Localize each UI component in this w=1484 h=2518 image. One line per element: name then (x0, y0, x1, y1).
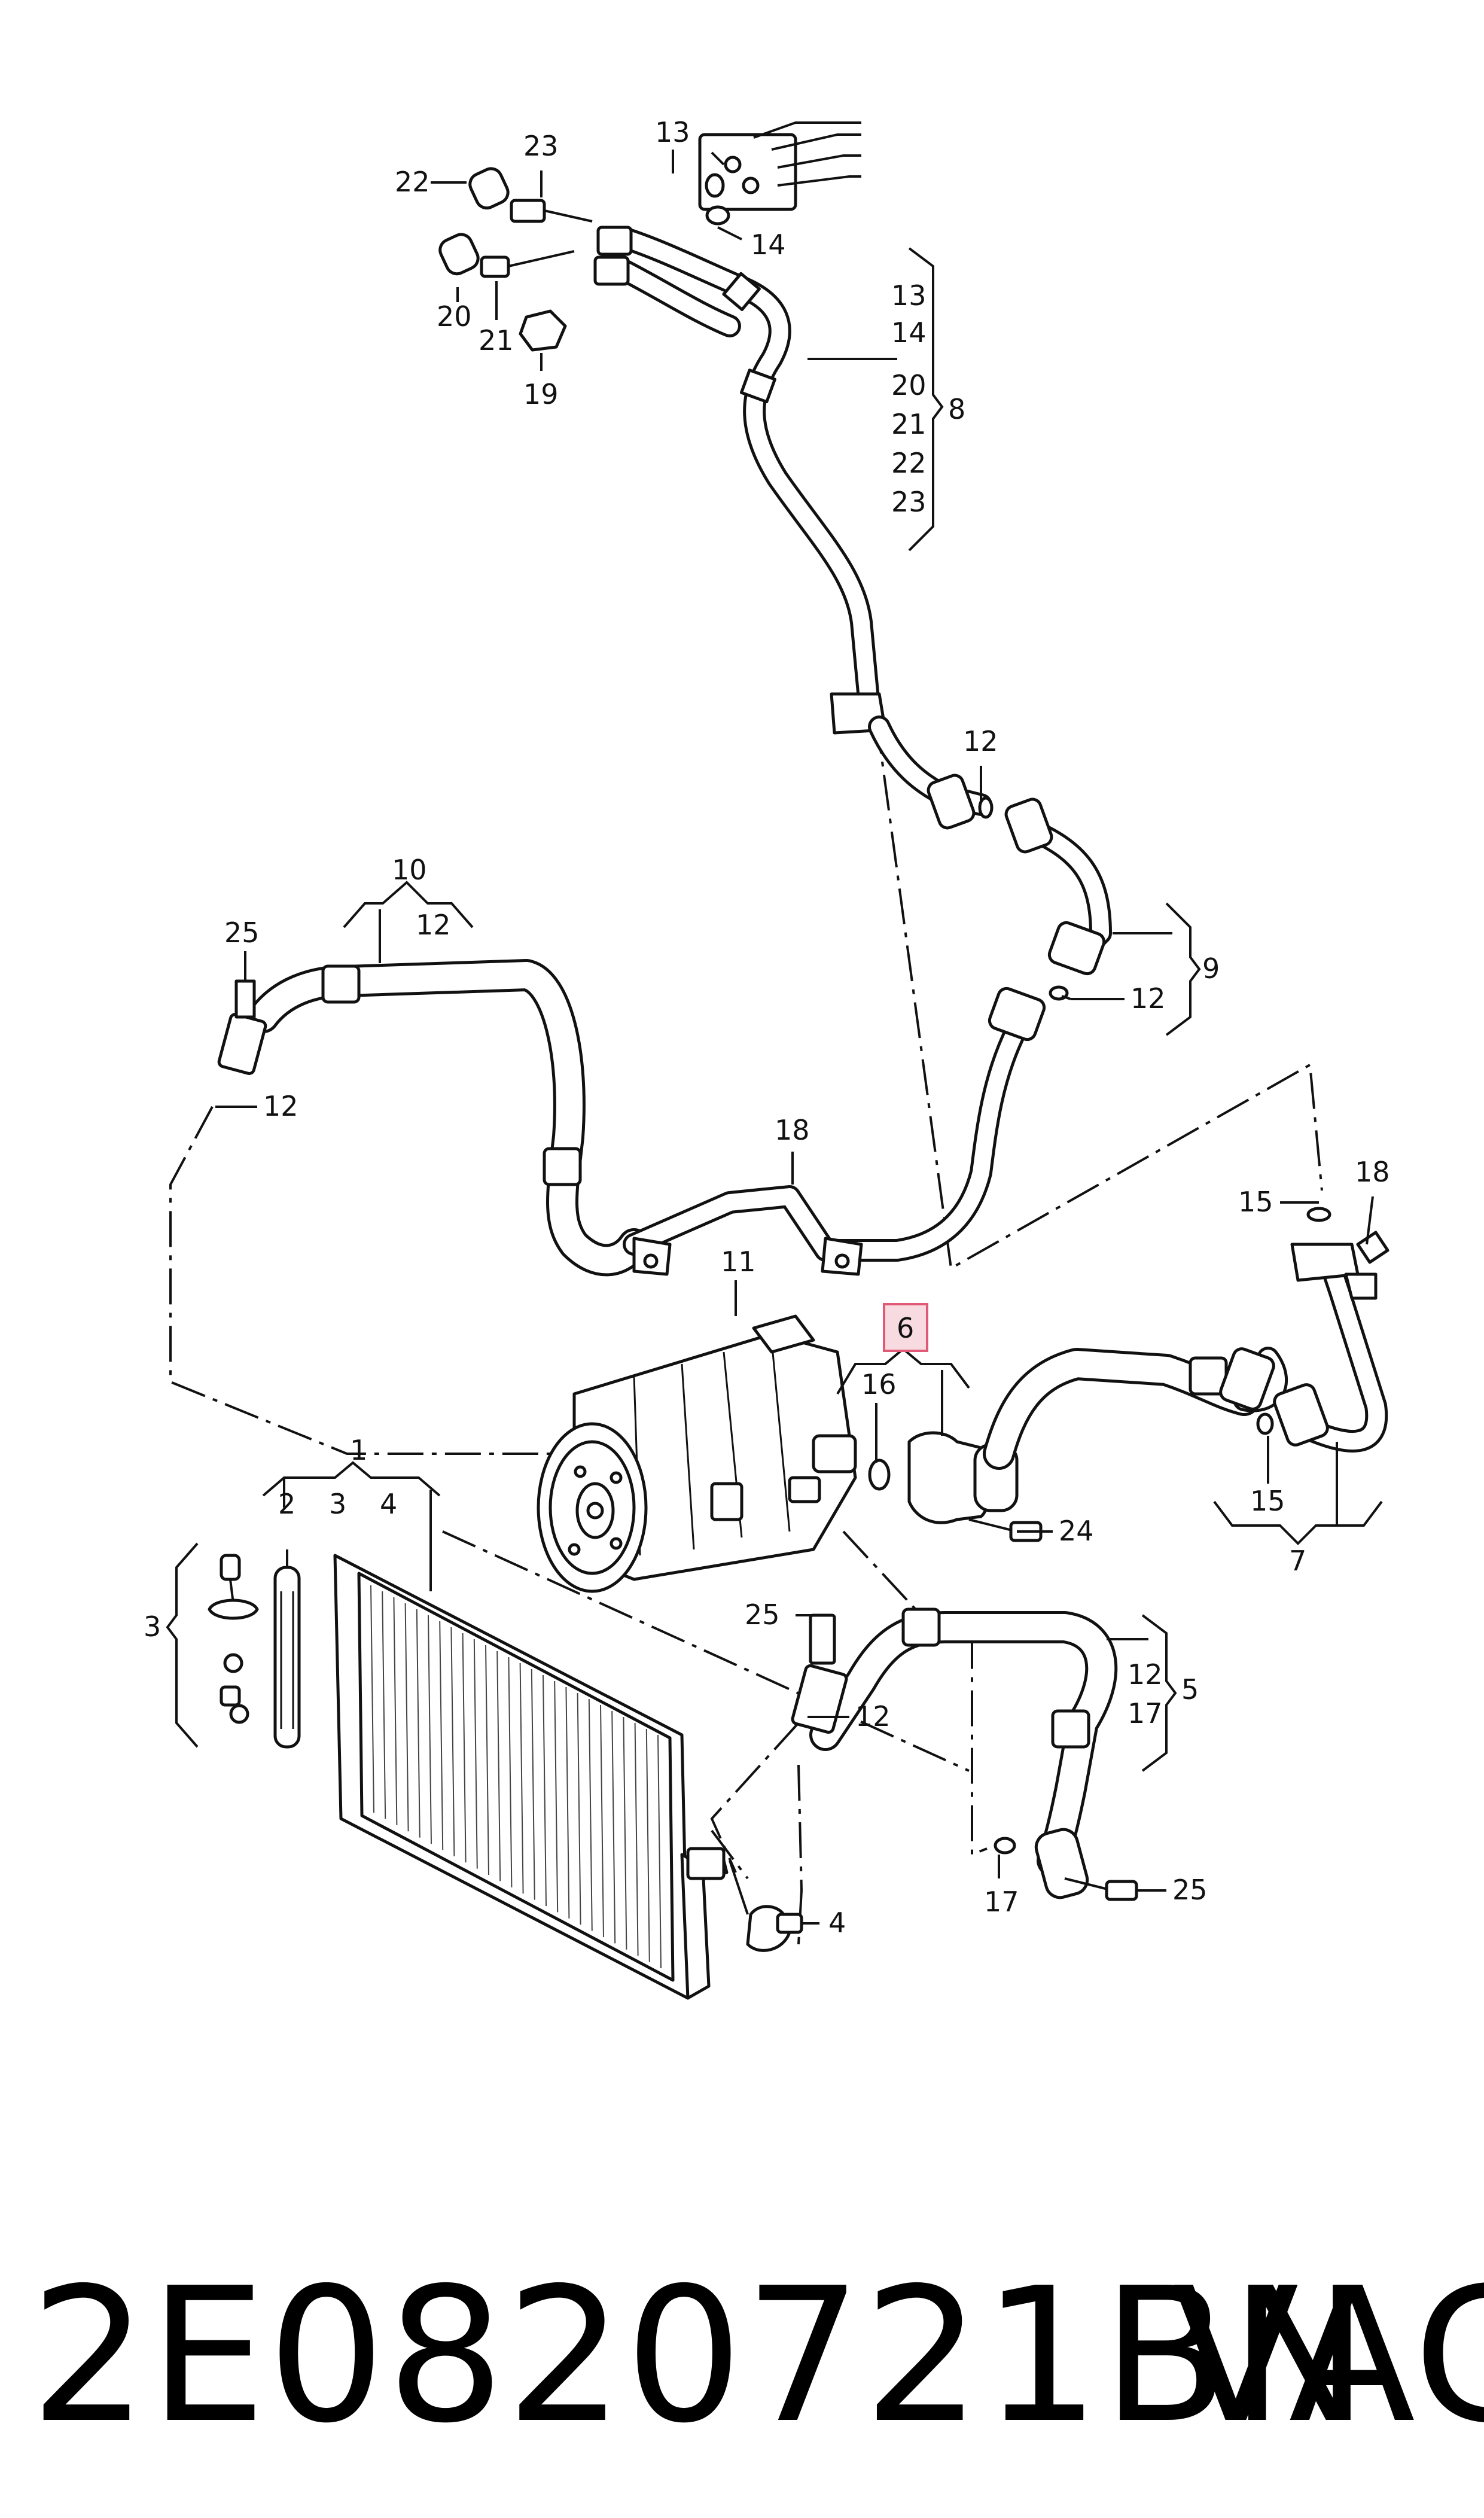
callout-12-b: 12 (1130, 982, 1166, 1015)
brace1-item-4: 4 (380, 1488, 397, 1520)
condenser-fin (645, 1728, 650, 1962)
callout-11: 11 (721, 1246, 756, 1278)
condenser-fin (588, 1698, 593, 1931)
callout-1: 1 (350, 1434, 367, 1466)
condenser-fin (554, 1680, 559, 1913)
callout-6-highlight (883, 1303, 928, 1352)
condenser-fin (611, 1710, 616, 1944)
callout-4-switch: 4 (828, 1907, 846, 1939)
suction-hose-10 (217, 957, 863, 1277)
condenser-fin (531, 1668, 535, 1900)
callout-8: 8 (948, 393, 965, 425)
callout-labels: 13 14 23 22 20 21 19 13 14 20 21 22 23 8… (144, 116, 1390, 1939)
callout-12-e: 12 (855, 1700, 891, 1733)
callout-10: 10 (392, 854, 427, 886)
callout-12-a: 12 (963, 725, 998, 757)
callout-5: 5 (1181, 1673, 1199, 1706)
callout-12-d: 12 (263, 1090, 298, 1122)
condenser-fin (428, 1615, 432, 1844)
condenser-fin (439, 1621, 444, 1850)
condenser-fin (543, 1674, 547, 1907)
condenser-fin (623, 1716, 627, 1950)
brace5-item-12: 12 (1128, 1658, 1163, 1691)
callout-23: 23 (523, 130, 559, 162)
callout-14: 14 (751, 229, 786, 261)
condenser-fin (416, 1609, 420, 1838)
condenser-fin (634, 1722, 639, 1956)
callout-24: 24 (1059, 1515, 1094, 1547)
callout-7: 7 (1289, 1545, 1306, 1577)
ac-compressor (537, 1314, 857, 1593)
pressure-switch-4 (729, 1860, 803, 1952)
condenser-fin (496, 1651, 501, 1881)
condenser-fin (462, 1633, 467, 1863)
condenser-fin (473, 1639, 478, 1869)
discharge-hose-7 (983, 1207, 1389, 1470)
condenser-fin (508, 1657, 513, 1887)
part-number: 2E0820721BN (30, 2248, 1370, 2464)
brace5-item-17: 17 (1128, 1697, 1163, 1730)
brace8-item-21: 21 (891, 408, 927, 440)
condenser-fin (519, 1663, 524, 1894)
brace1-item-3: 3 (329, 1488, 346, 1520)
callout-15-a: 15 (1238, 1186, 1273, 1218)
callout-25-c: 25 (1172, 1874, 1208, 1906)
callout-17-b: 17 (984, 1886, 1019, 1918)
callout-6: 6 (897, 1312, 914, 1344)
callout-16: 16 (861, 1368, 897, 1400)
group-brackets (166, 150, 1383, 1925)
brace8-item-13: 13 (891, 279, 927, 312)
callout-3: 3 (144, 1610, 161, 1643)
condenser-fin (565, 1686, 570, 1919)
condenser-fin (600, 1704, 604, 1938)
condenser-fin (657, 1734, 662, 1969)
brand-name: VAG (1172, 2248, 1484, 2464)
pipe-9 (814, 715, 1112, 1262)
mounting-hardware-3 (208, 1554, 259, 1724)
brace8-item-14: 14 (891, 316, 927, 349)
callout-21: 21 (479, 324, 514, 357)
callout-2: 2 (278, 1488, 295, 1520)
callout-13: 13 (655, 116, 690, 148)
callout-15-b: 15 (1250, 1485, 1285, 1517)
condenser-fin (485, 1645, 489, 1875)
service-valves-top (438, 167, 730, 352)
suction-pipe-8 (593, 226, 887, 735)
condenser-fin (370, 1585, 374, 1813)
condenser-fin (404, 1603, 409, 1832)
callout-18-a: 18 (775, 1114, 810, 1146)
condenser-fin (450, 1627, 455, 1856)
condenser-fin (577, 1692, 581, 1925)
pressure-hose-5 (791, 1607, 1138, 1901)
brace8-item-20: 20 (891, 369, 927, 401)
callout-25-b: 25 (745, 1599, 780, 1631)
callout-20: 20 (437, 300, 472, 333)
condenser (333, 1554, 729, 2000)
condenser-fin (393, 1597, 398, 1825)
receiver-dryer (273, 1566, 301, 1749)
brace10-item-12: 12 (416, 909, 451, 941)
callout-22: 22 (395, 166, 430, 198)
callout-18-b: 18 (1355, 1156, 1390, 1188)
callout-25-a: 25 (224, 917, 260, 949)
expansion-valve-block (698, 121, 861, 211)
callout-19: 19 (523, 378, 559, 410)
brace8-item-22: 22 (891, 447, 927, 479)
brace8-item-23: 23 (891, 486, 927, 518)
callout-9: 9 (1202, 952, 1220, 985)
condenser-fin (382, 1591, 386, 1819)
